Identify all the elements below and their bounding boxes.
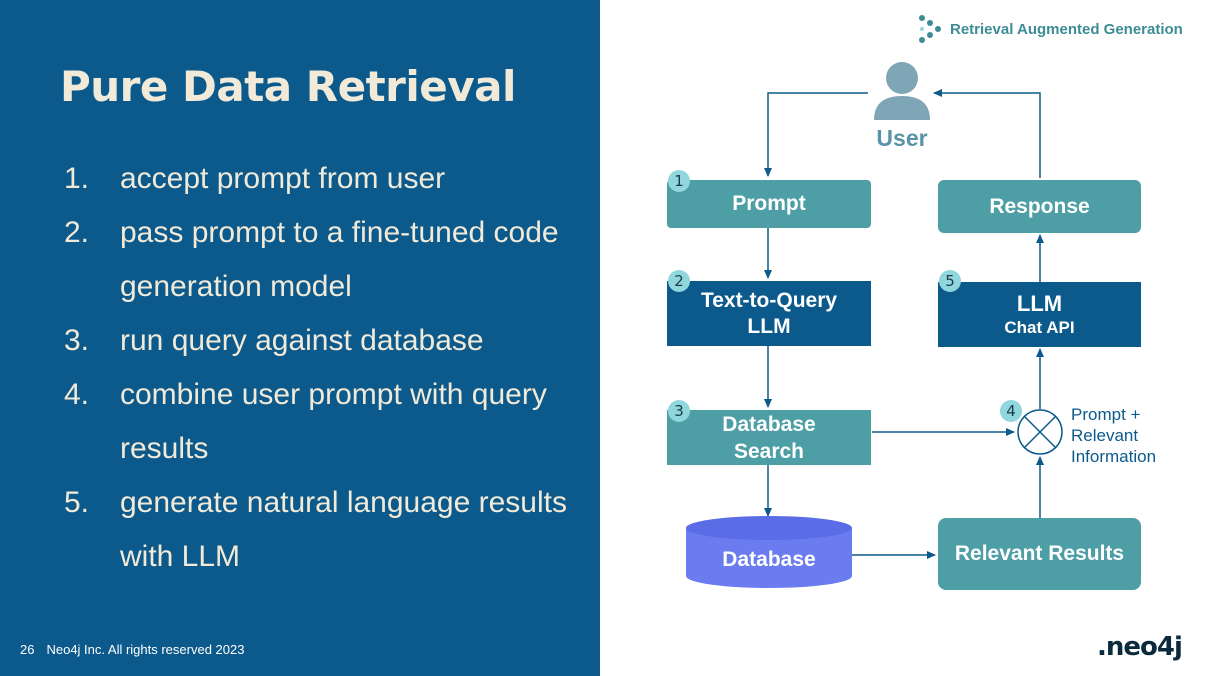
step-badge-1: 1	[668, 170, 690, 192]
step-text: run query against database	[120, 324, 484, 357]
combine-label-line1: Prompt +	[1071, 405, 1141, 424]
list-item: 3. run query against database	[64, 314, 584, 368]
connector-response-to-user	[933, 89, 1041, 178]
left-panel: Pure Data Retrieval 1. accept prompt fro…	[0, 0, 600, 676]
step-number: 5.	[64, 486, 90, 519]
llm-label-line1: LLM	[1016, 290, 1063, 316]
database-search-box: Database Search	[667, 410, 871, 465]
slide-title: Pure Data Retrieval	[60, 62, 516, 111]
response-box: Response	[938, 180, 1141, 233]
prompt-box: Prompt	[667, 180, 871, 228]
database-cylinder	[686, 516, 852, 588]
combine-label-line2: Relevant	[1071, 426, 1139, 445]
list-item: 1. accept prompt from user	[64, 152, 584, 206]
relevant-results-label: Relevant Results	[954, 542, 1125, 565]
database-search-label-line2: Search	[733, 439, 805, 463]
step-text: pass prompt to a fine-tuned code generat…	[120, 216, 559, 303]
step-number: 4.	[64, 378, 90, 411]
footer: 26 Neo4j Inc. All rights reserved 2023	[20, 642, 256, 657]
neo4j-logo: .neo4j	[1097, 632, 1183, 662]
text-to-query-label-line1: Text-to-Query	[700, 288, 838, 312]
connector-user-to-prompt	[764, 92, 868, 177]
list-item: 4. combine user prompt with query result…	[64, 368, 584, 476]
step-text: combine user prompt with query results	[120, 378, 547, 465]
step-badge-4: 4	[1000, 400, 1022, 422]
page-number: 26	[20, 642, 35, 657]
text-to-query-box: Text-to-Query LLM	[667, 281, 871, 346]
user-icon	[874, 62, 930, 120]
steps-list: 1. accept prompt from user 2. pass promp…	[64, 152, 584, 584]
llm-label-line2: Chat API	[1004, 317, 1075, 337]
step-badge-2: 2	[668, 270, 690, 292]
list-item: 2. pass prompt to a fine-tuned code gene…	[64, 206, 584, 314]
rag-brand: Retrieval Augmented Generation	[918, 14, 1183, 44]
list-item: 5. generate natural language results wit…	[64, 476, 584, 584]
copyright-text: Neo4j Inc. All rights reserved 2023	[46, 642, 245, 657]
text-to-query-label-line2: LLM	[747, 314, 791, 338]
llm-chat-box: LLM Chat API	[938, 282, 1141, 347]
combine-label-line3: Information	[1071, 447, 1157, 466]
prompt-label: Prompt	[732, 192, 806, 215]
user-label: User	[876, 124, 928, 151]
step-text: generate natural language results with L…	[120, 486, 567, 573]
step-text: accept prompt from user	[120, 162, 446, 195]
combine-icon	[1017, 409, 1063, 455]
database-label: Database	[722, 548, 816, 571]
response-label: Response	[989, 194, 1090, 218]
step-number: 2.	[64, 216, 90, 249]
step-badge-3: 3	[668, 400, 690, 422]
step-badge-5: 5	[939, 270, 961, 292]
rag-label: Retrieval Augmented Generation	[950, 20, 1183, 38]
combine-label: Prompt + Relevant Information	[1071, 404, 1156, 467]
database-search-label-line1: Database	[722, 412, 816, 436]
rag-logo-icon	[919, 15, 941, 43]
step-number: 3.	[64, 324, 90, 357]
relevant-results-box: Relevant Results	[938, 518, 1141, 590]
step-number: 1.	[64, 162, 90, 195]
